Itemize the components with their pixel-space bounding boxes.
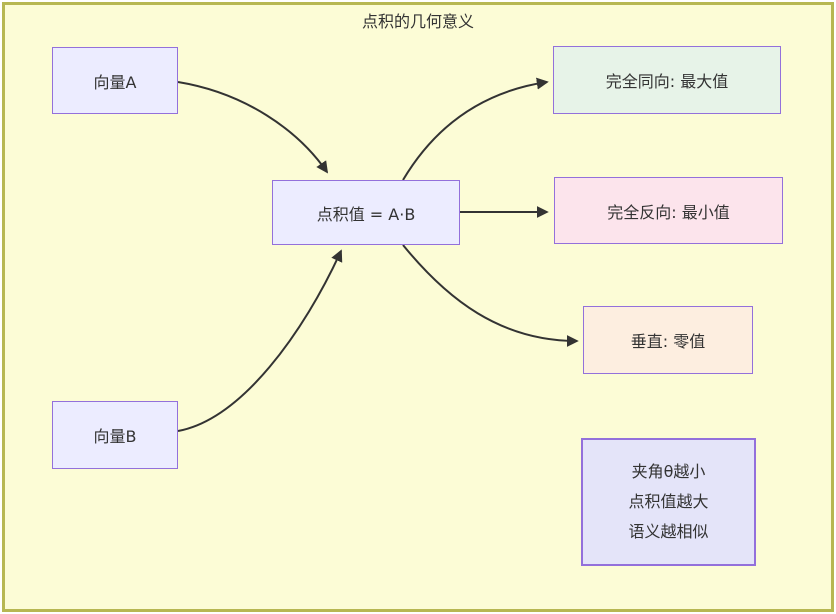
node-perpendicular: 垂直: 零值 — [583, 306, 753, 374]
node-dot-product: 点积值 = A·B — [272, 180, 460, 245]
node-vector-b-label: 向量B — [93, 427, 137, 446]
node-same-direction-label: 完全同向: 最大值 — [605, 72, 729, 91]
note-line: 夹角θ越小 — [631, 462, 706, 481]
node-dot-product-label: 点积值 = A·B — [316, 204, 416, 224]
note-box: 夹角θ越小 点积值越大 语义越相似 — [581, 438, 756, 566]
node-same-direction: 完全同向: 最大值 — [553, 46, 781, 114]
diagram-title: 点积的几何意义 — [361, 12, 474, 31]
node-vector-a: 向量A — [52, 47, 178, 114]
node-vector-b: 向量B — [52, 401, 178, 469]
node-opposite-direction-label: 完全反向: 最小值 — [607, 202, 730, 222]
node-opposite-direction: 完全反向: 最小值 — [554, 177, 783, 244]
note-line: 语义越相似 — [628, 522, 709, 541]
node-vector-a-label: 向量A — [93, 72, 137, 92]
node-perpendicular-label: 垂直: 零值 — [630, 332, 706, 351]
note-line: 点积值越大 — [628, 492, 709, 511]
